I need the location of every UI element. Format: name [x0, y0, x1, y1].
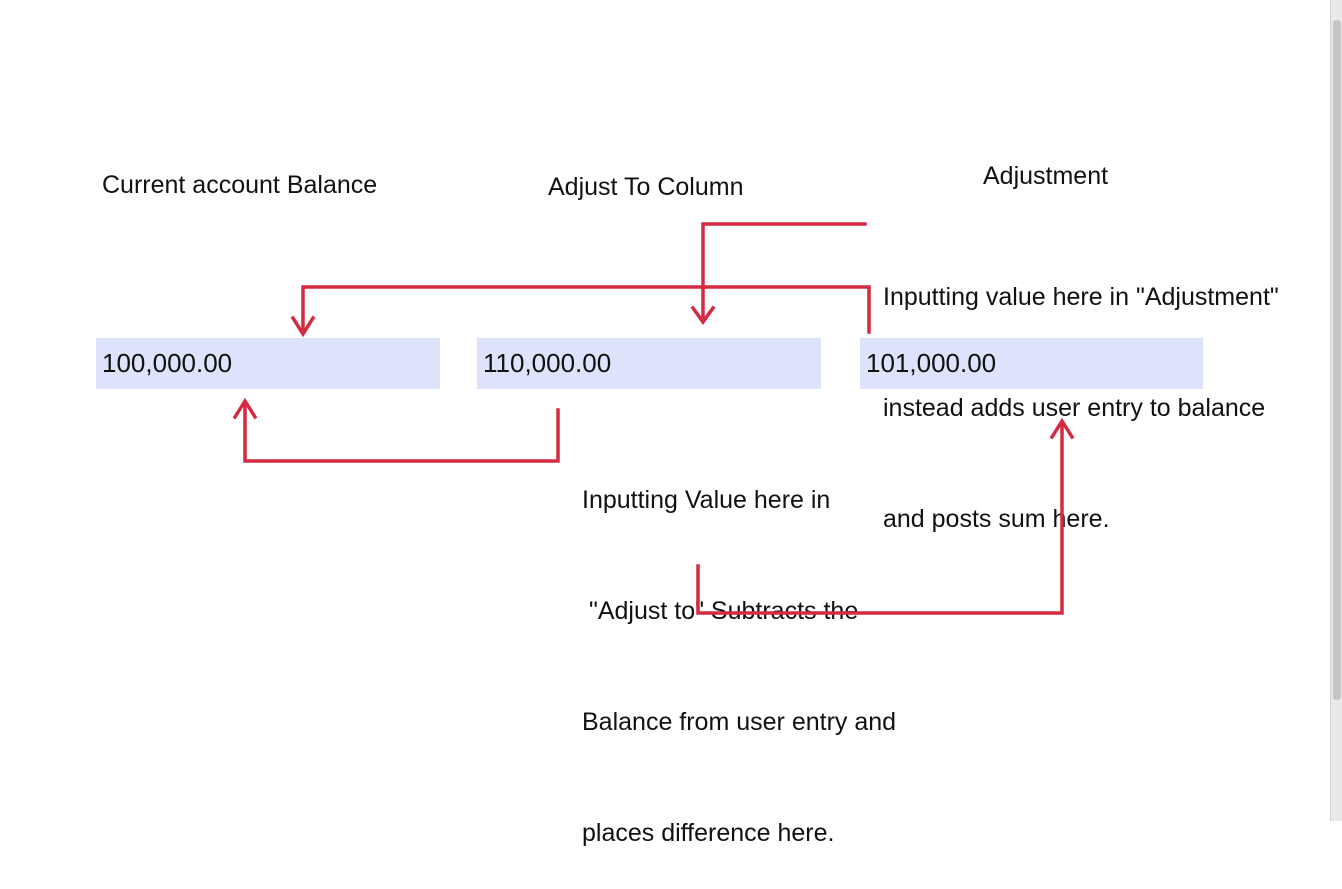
adjustment-header: Adjustment: [983, 162, 1109, 190]
flow-arrows: [232, 222, 1075, 615]
current-balance-header: Current account Balance: [102, 171, 378, 199]
arrow-head-adjustment: [1049, 417, 1075, 440]
scrollbar-thumb[interactable]: [1333, 20, 1341, 700]
adjustment-note-line-1: Inputting value here in "Adjustment": [883, 283, 1279, 311]
adjustment-field[interactable]: 101,000.00: [860, 338, 1203, 389]
scrollbar[interactable]: [1330, 0, 1342, 821]
adjust-to-note-line-1: Inputting Value here in: [582, 486, 831, 514]
adjust-to-note-line-3: Balance from user entry and: [582, 708, 897, 736]
adjust-to-header: Adjust To Column: [548, 173, 744, 201]
arrow-head-adjust-to: [690, 305, 716, 326]
arrow-head-balance-bottom: [232, 397, 258, 420]
arrow-note-to-adjustment: [696, 421, 1064, 615]
adjustment-note-line-2: instead adds user entry to balance: [883, 394, 1266, 422]
arrow-adjust-to-to-balance: [243, 401, 560, 463]
adjust-to-field[interactable]: 110,000.00: [477, 338, 821, 389]
arrow-head-balance-top: [290, 315, 316, 338]
adjustment-note: Inputting value here in "Adjustment" ins…: [883, 205, 1279, 575]
arrow-note-to-adjust-to: [701, 222, 867, 322]
current-balance-field[interactable]: 100,000.00: [96, 338, 440, 389]
adjust-to-note-line-2: "Adjust to" Subtracts the: [582, 597, 859, 625]
adjustment-note-line-3: and posts sum here.: [883, 505, 1110, 533]
arrow-adjustment-to-balance: [301, 285, 871, 334]
